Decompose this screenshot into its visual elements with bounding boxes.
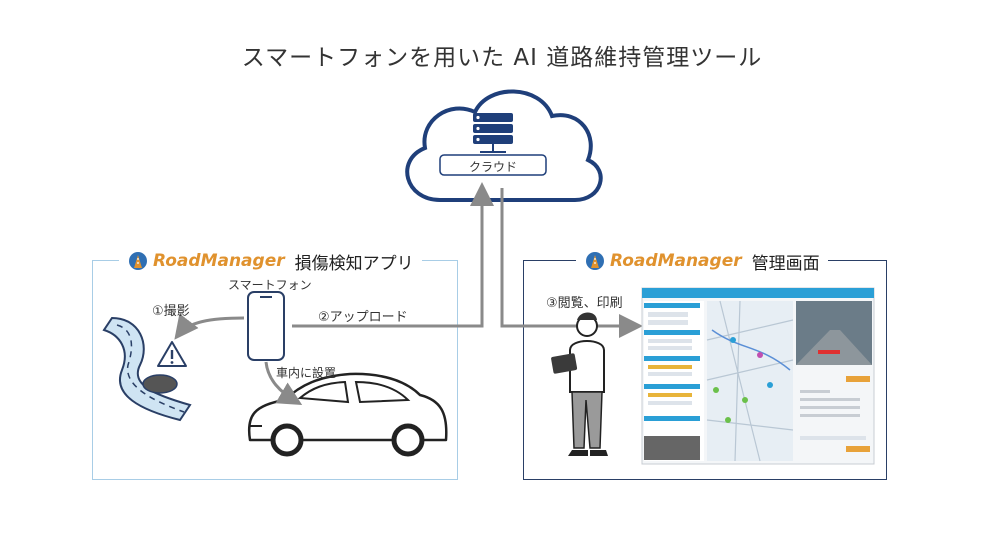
- right-panel-title: 管理画面: [751, 253, 820, 274]
- left-panel-header: RoadManager 損傷検知アプリ: [119, 247, 422, 275]
- cloud-label-box: [439, 154, 547, 176]
- smartphone-icon: [247, 291, 285, 361]
- management-dashboard-screenshot: [641, 287, 875, 465]
- shoot-arrow: [174, 313, 245, 340]
- roadmanager-logo-text: RoadManager: [153, 251, 285, 271]
- right-panel-header: RoadManager 管理画面: [576, 247, 828, 275]
- roadmanager-logo: RoadManager: [127, 250, 285, 272]
- person-with-tablet-icon: [551, 312, 608, 456]
- roadmanager-logo-icon-right: [586, 252, 604, 270]
- cloud-icon: [405, 89, 603, 202]
- roadmanager-logo-text-right: RoadManager: [610, 251, 742, 271]
- install-arrow: [264, 361, 303, 406]
- smartphone-label: スマートフォン: [228, 278, 312, 292]
- install-label: 車内に設置: [276, 366, 337, 380]
- roadmanager-logo-icon: [129, 252, 147, 270]
- left-panel-title: 損傷検知アプリ: [294, 253, 414, 274]
- warning-icon: [157, 341, 187, 367]
- upload-arrow: [292, 182, 494, 328]
- upload-label: ②アップロード: [318, 310, 408, 325]
- server-icon: [473, 113, 513, 153]
- roadmanager-logo-right: RoadManager: [584, 250, 742, 272]
- shoot-label: ①撮影: [152, 304, 190, 319]
- view-label: ③閲覧、印刷: [546, 296, 623, 311]
- damaged-road-icon: [102, 316, 192, 422]
- page-title: スマートフォンを用いた AI 道路維持管理ツール: [241, 45, 763, 71]
- cloud-label: クラウド: [468, 160, 517, 174]
